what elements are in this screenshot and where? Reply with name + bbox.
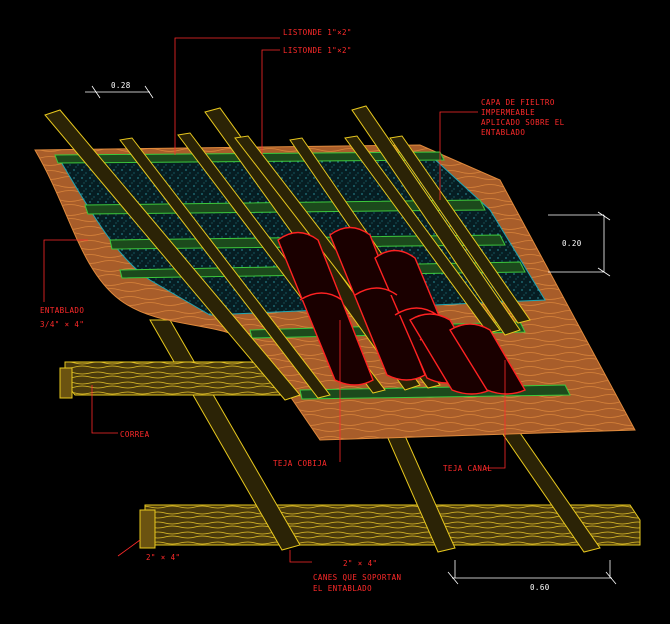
label-listonde-2: LISTONDE 1"×2" — [283, 46, 352, 55]
label-listonde-1: LISTONDE 1"×2" — [283, 28, 352, 37]
label-beam-size-mid: 2" × 4" — [343, 559, 377, 568]
dimension-bottom: 0.60 — [530, 583, 550, 592]
label-canes-line1: CANES QUE SOPORTAN — [313, 573, 401, 582]
label-canes-line2: EL ENTABLADO — [313, 584, 372, 593]
roof-tiles — [277, 226, 526, 395]
label-entablado-size: 3/4" × 4" — [40, 320, 84, 329]
label-entablado: ENTABLADO — [40, 306, 84, 315]
label-teja-canal: TEJA CANAL — [443, 464, 492, 473]
label-beam-size-left: 2" × 4" — [146, 553, 180, 562]
label-felt-line1: CAPA DE FIELTRO — [481, 98, 555, 107]
label-felt-line4: ENTABLADO — [481, 128, 525, 137]
label-teja-cobija: TEJA COBIJA — [273, 459, 327, 468]
dimension-lines — [85, 85, 617, 585]
dimension-top: 0.28 — [111, 81, 131, 90]
label-felt-line3: APLICADO SOBRE EL — [481, 118, 565, 127]
label-correa: CORREA — [120, 430, 150, 439]
label-felt-line2: IMPERMEABLE — [481, 108, 535, 117]
dimension-right: 0.20 — [562, 239, 582, 248]
leader-lines — [43, 37, 506, 563]
